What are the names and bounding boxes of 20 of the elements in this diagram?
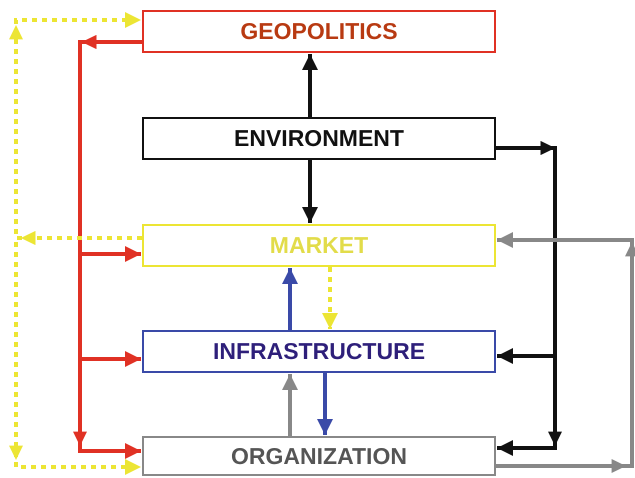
arrow: [496, 141, 562, 456]
arrow: [317, 373, 333, 435]
process-box: [142, 224, 496, 267]
arrow: [302, 160, 318, 223]
arrow: [496, 232, 635, 473]
arrow: [302, 54, 318, 117]
process-box: [142, 436, 496, 476]
box-label: ENVIRONMENT: [234, 127, 404, 150]
arrow: [322, 267, 338, 329]
arrow: [73, 35, 142, 459]
box-label: MARKET: [270, 234, 368, 257]
arrow: [9, 231, 142, 475]
box-label: ORGANIZATION: [231, 444, 407, 468]
arrow: [282, 268, 298, 330]
process-box: [142, 10, 496, 53]
process-box: [142, 117, 496, 160]
box-label: INFRASTRUCTURE: [212, 340, 426, 363]
arrow: [282, 374, 298, 436]
process-box: [142, 330, 496, 373]
box-label: GEOPOLITICS: [240, 20, 398, 43]
